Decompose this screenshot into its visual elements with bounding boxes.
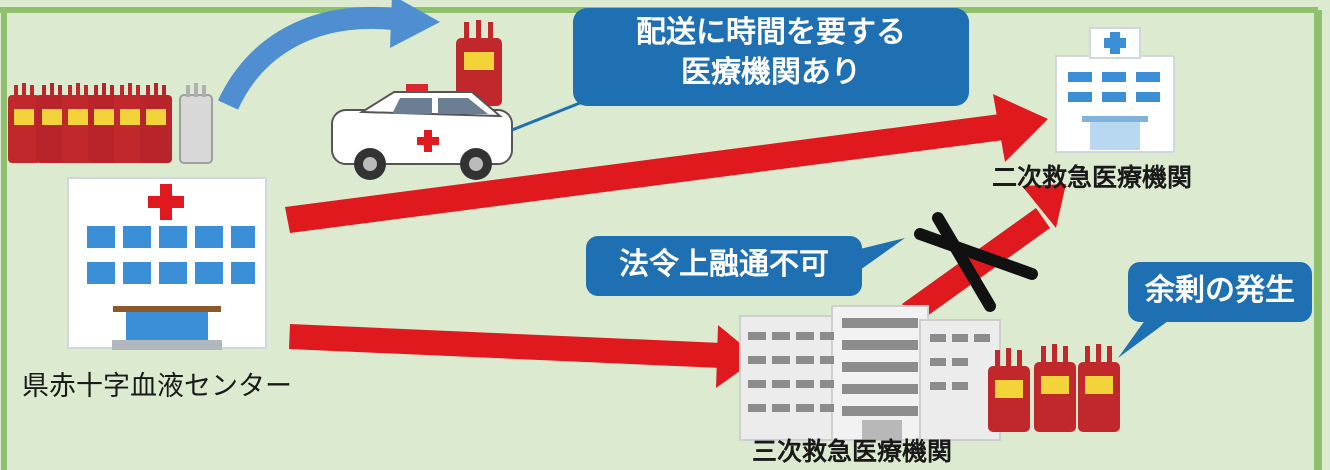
blood-bag-row <box>8 83 213 164</box>
blood-bag-icon <box>88 83 120 163</box>
secondary-hospital-label: 二次救急医療機関 <box>992 163 1193 192</box>
tertiary-building-icon <box>739 305 1001 441</box>
blood-bag-icon <box>114 83 146 163</box>
blood-bag-icon <box>988 348 1030 432</box>
surplus-blood-bags <box>988 344 1120 432</box>
blood-bag-icon <box>1034 344 1076 432</box>
blood-bag-icon <box>140 83 172 163</box>
blood-center-label: 県赤十字血液センター <box>22 371 292 402</box>
delivery-callout-line2: 医療機関あり <box>681 55 861 90</box>
blood-bag-icon <box>8 83 40 163</box>
blood-bag-icon <box>62 83 94 163</box>
blood-bag-icon <box>456 20 502 106</box>
delivery-curve-arrow <box>217 0 440 110</box>
surplus-callout <box>1118 262 1312 358</box>
ambulance-car-icon <box>331 84 513 180</box>
cross-mark-icon <box>914 212 1038 312</box>
arrow-to-secondary <box>285 94 1048 233</box>
delivery-callout-line1: 配送に時間を要する <box>636 15 906 50</box>
blood-center-hospital-icon <box>67 177 267 350</box>
legal-callout-text: 法令上融通不可 <box>619 247 829 282</box>
blood-bag-icon <box>1078 344 1120 432</box>
empty-blood-bag-icon <box>179 83 213 164</box>
delivery-callout-box <box>573 8 969 106</box>
tertiary-hospital-label: 三次救急医療機関 <box>752 437 953 466</box>
arrow-to-tertiary <box>289 324 758 388</box>
blood-bag-icon <box>36 83 68 163</box>
legal-callout <box>586 236 905 296</box>
transfer-arrow-blocked <box>902 184 1066 324</box>
secondary-hospital-icon <box>1055 27 1175 153</box>
surplus-callout-text: 余剰の発生 <box>1145 273 1295 308</box>
